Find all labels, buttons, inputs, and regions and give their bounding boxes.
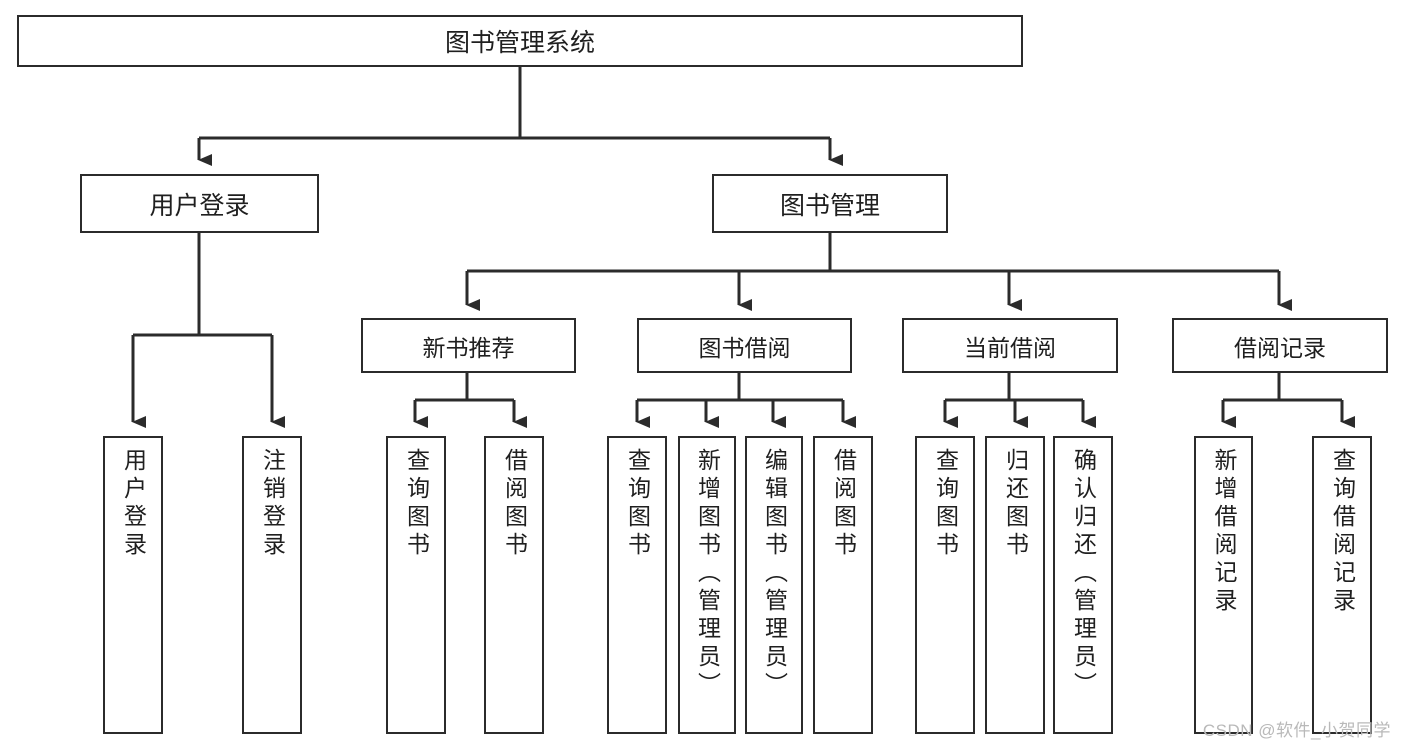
leaf-label: 用户登录 <box>120 448 147 560</box>
node-borrow-record[interactable]: 借阅记录 <box>1172 318 1388 373</box>
leaf-borrow-add-book-admin[interactable]: 新增图书（管理员） <box>678 436 736 734</box>
node-current-borrow-label: 当前借阅 <box>964 334 1056 361</box>
node-borrow-record-label: 借阅记录 <box>1234 334 1326 361</box>
node-book-management-label: 图书管理 <box>779 191 880 220</box>
leaf-record-query-record[interactable]: 查询借阅记录 <box>1312 436 1372 734</box>
leaf-current-confirm-return-admin[interactable]: 确认归还（管理员） <box>1053 436 1113 734</box>
leaf-label: 新增借阅记录 <box>1211 448 1237 616</box>
leaf-label: 借阅图书 <box>830 448 857 560</box>
node-root-system[interactable]: 图书管理系统 <box>17 15 1023 67</box>
node-user-login[interactable]: 用户登录 <box>80 174 319 233</box>
leaf-label: 注销登录 <box>259 448 286 560</box>
leaf-label: 编辑图书（管理员） <box>761 448 788 700</box>
leaf-current-return-book[interactable]: 归还图书 <box>985 436 1045 734</box>
leaf-label: 新增图书（管理员） <box>694 448 721 700</box>
leaf-label: 查询图书 <box>624 448 651 560</box>
leaf-label: 查询图书 <box>932 448 959 560</box>
node-new-book-recommend-label: 新书推荐 <box>422 334 515 361</box>
leaf-current-query-book[interactable]: 查询图书 <box>915 436 975 734</box>
leaf-label: 借阅图书 <box>501 448 528 560</box>
leaf-recommend-borrow-book[interactable]: 借阅图书 <box>484 436 544 734</box>
leaf-borrow-query-book[interactable]: 查询图书 <box>607 436 667 734</box>
node-root-label: 图书管理系统 <box>444 29 595 57</box>
leaf-label: 查询图书 <box>403 448 430 560</box>
node-book-borrow-label: 图书借阅 <box>698 334 791 361</box>
leaf-user-login-signin[interactable]: 用户登录 <box>103 436 163 734</box>
node-book-management[interactable]: 图书管理 <box>712 174 948 233</box>
leaf-label: 查询借阅记录 <box>1329 448 1356 616</box>
leaf-label: 确认归还（管理员） <box>1070 448 1097 700</box>
node-user-login-label: 用户登录 <box>149 191 250 220</box>
leaf-recommend-query-book[interactable]: 查询图书 <box>386 436 446 734</box>
leaf-record-add-record[interactable]: 新增借阅记录 <box>1194 436 1253 734</box>
node-new-book-recommend[interactable]: 新书推荐 <box>361 318 576 373</box>
leaf-borrow-edit-book-admin[interactable]: 编辑图书（管理员） <box>745 436 803 734</box>
leaf-borrow-borrow-book[interactable]: 借阅图书 <box>813 436 873 734</box>
node-current-borrow[interactable]: 当前借阅 <box>902 318 1118 373</box>
leaf-label: 归还图书 <box>1002 448 1029 560</box>
node-book-borrow[interactable]: 图书借阅 <box>637 318 852 373</box>
leaf-user-login-signout[interactable]: 注销登录 <box>242 436 302 734</box>
